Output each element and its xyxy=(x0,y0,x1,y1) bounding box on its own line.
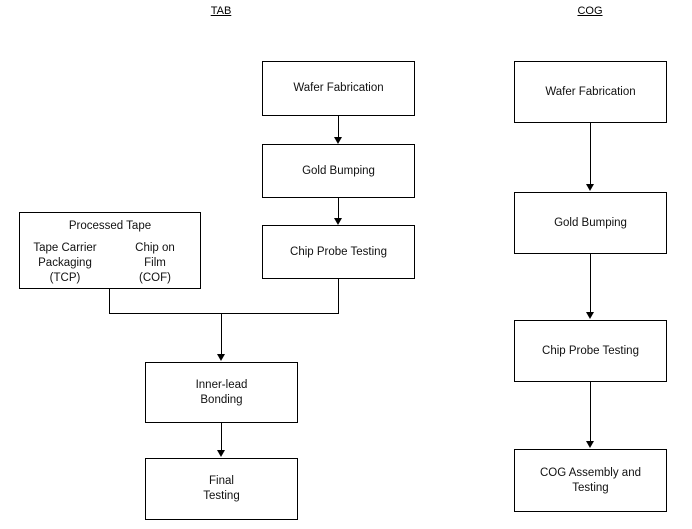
connector-tab-inner-lead-to-final xyxy=(221,423,222,451)
connector-tab-wafer-to-gold xyxy=(338,116,339,138)
node-label: Gold Bumping xyxy=(302,164,375,177)
node-cog-assembly-and-testing[interactable]: COG Assembly and Testing xyxy=(514,449,667,512)
node-tab-processed-tape[interactable]: Processed Tape Tape Carrier Packaging (T… xyxy=(19,212,201,289)
connector-cog-wafer-to-gold xyxy=(590,123,591,185)
connector-tab-merge-bus xyxy=(109,313,339,314)
node-label: Final Testing xyxy=(203,475,240,502)
connector-cog-probe-to-assembly xyxy=(590,382,591,442)
node-label: Inner-lead Bonding xyxy=(195,378,248,406)
processed-tape-right-label: Chip on Film (COF) xyxy=(135,242,175,284)
arrowhead-cog-probe-to-assembly xyxy=(586,441,594,448)
connector-tab-tape-to-merge xyxy=(109,289,110,314)
arrowhead-cog-gold-to-probe xyxy=(586,312,594,319)
column-title-tab: TAB xyxy=(210,5,232,17)
node-tab-gold-bumping[interactable]: Gold Bumping xyxy=(262,144,415,198)
arrowhead-tab-merge-to-inner-lead xyxy=(217,354,225,361)
node-label: COG Assembly and Testing xyxy=(540,466,641,494)
node-cog-gold-bumping[interactable]: Gold Bumping xyxy=(514,192,667,254)
node-label: Wafer Fabrication xyxy=(293,82,384,94)
node-tab-inner-lead-bonding[interactable]: Inner-lead Bonding xyxy=(145,362,298,423)
connector-cog-gold-to-probe xyxy=(590,254,591,313)
column-title-cog: COG xyxy=(577,5,603,17)
processed-tape-subcolumns: Tape Carrier Packaging (TCP) Chip on Fil… xyxy=(20,241,200,286)
connector-tab-probe-to-merge xyxy=(338,279,339,314)
arrowhead-tab-wafer-to-gold xyxy=(334,137,342,144)
arrowhead-tab-inner-lead-to-final xyxy=(217,450,225,457)
node-label: Gold Bumping xyxy=(554,216,627,229)
arrowhead-cog-wafer-to-gold xyxy=(586,184,594,191)
connector-tab-gold-to-probe xyxy=(338,198,339,218)
node-label: Chip Probe Testing xyxy=(542,344,639,357)
node-label: Processed Tape xyxy=(68,220,152,232)
node-cog-chip-probe-testing[interactable]: Chip Probe Testing xyxy=(514,320,667,382)
node-tab-wafer-fabrication[interactable]: Wafer Fabrication xyxy=(262,61,415,116)
node-label: Wafer Fabrication xyxy=(545,85,636,98)
node-cog-wafer-fabrication[interactable]: Wafer Fabrication xyxy=(514,61,667,123)
processed-tape-left-label: Tape Carrier Packaging (TCP) xyxy=(33,242,97,284)
connector-tab-merge-to-inner-lead xyxy=(221,313,222,355)
arrowhead-tab-gold-to-probe xyxy=(334,218,342,225)
node-tab-chip-probe-testing[interactable]: Chip Probe Testing xyxy=(262,225,415,279)
node-label: Chip Probe Testing xyxy=(290,245,387,258)
node-tab-final-testing[interactable]: Final Testing xyxy=(145,458,298,520)
